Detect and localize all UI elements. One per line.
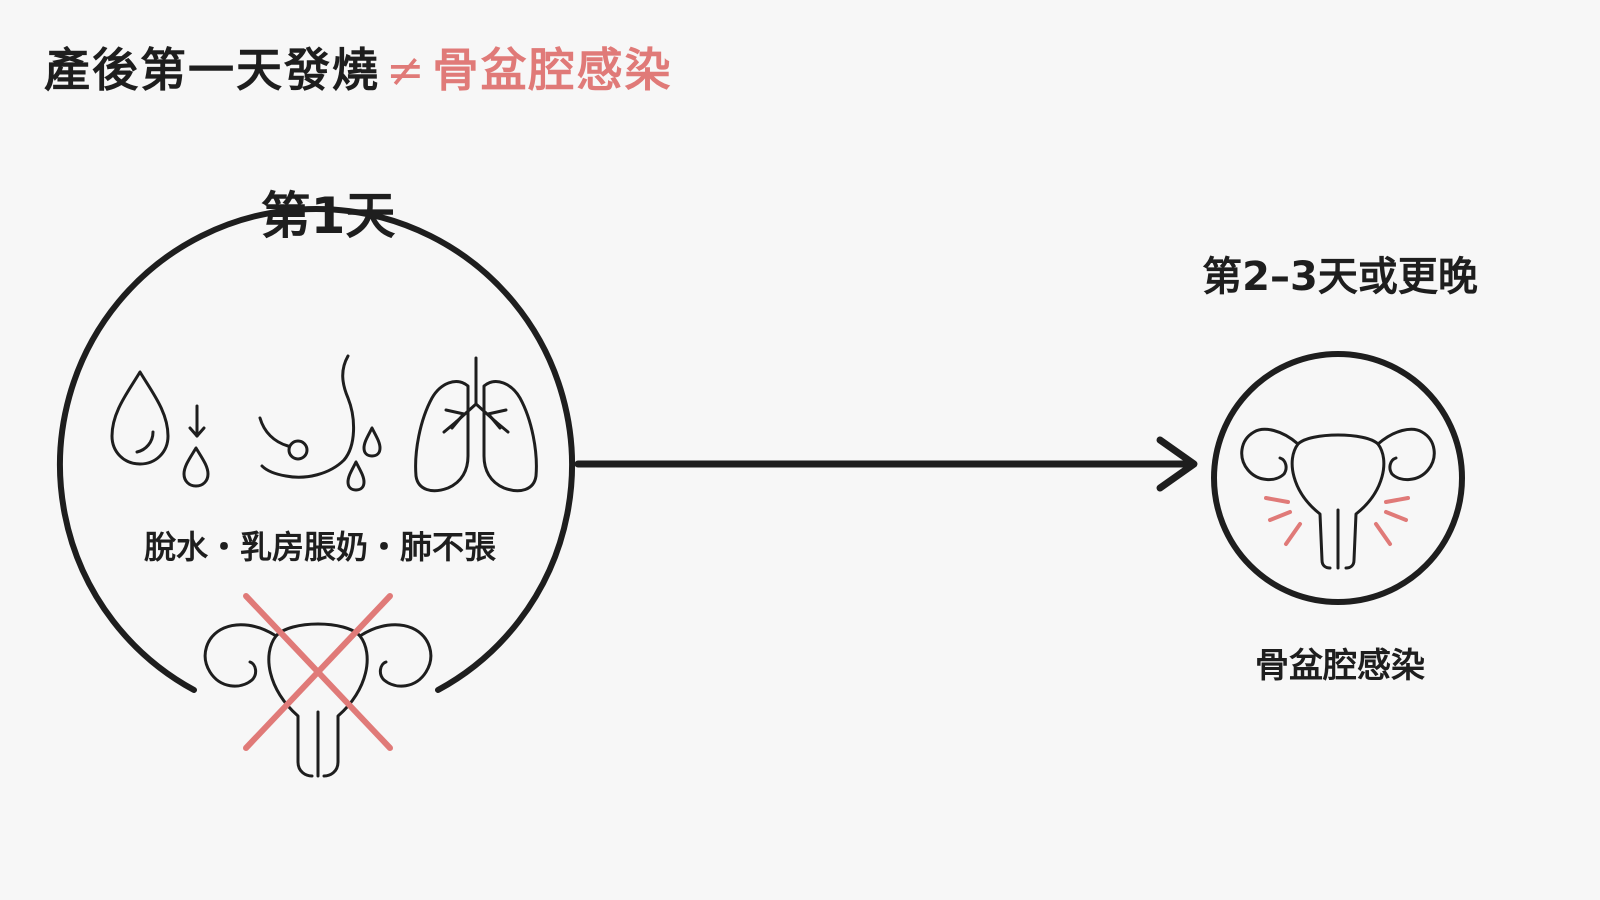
timeline-arrow-icon	[574, 436, 1198, 492]
day1-causes-label: 脫水・乳房脹奶・肺不張	[143, 528, 496, 566]
day1-circle	[57, 205, 575, 693]
lungs-icon	[414, 356, 538, 493]
inflammation-marks	[1264, 496, 1410, 546]
uterus-crossed-icon	[203, 593, 433, 778]
water-drop-dehydration-icon	[110, 370, 210, 488]
page-title: 產後第一天發燒≠骨盆腔感染	[44, 34, 673, 100]
title-accent: 骨盆腔感染	[432, 43, 673, 97]
pelvic-infection-label: 骨盆腔感染	[1255, 646, 1425, 686]
later-heading: 第2–3天或更晚	[1202, 254, 1478, 300]
not-equal-symbol: ≠	[386, 43, 427, 97]
title-main: 產後第一天發燒	[44, 43, 380, 97]
breast-milk-icon	[258, 354, 382, 492]
later-circle	[1211, 351, 1465, 605]
uterus-inflamed-icon	[1240, 427, 1436, 570]
